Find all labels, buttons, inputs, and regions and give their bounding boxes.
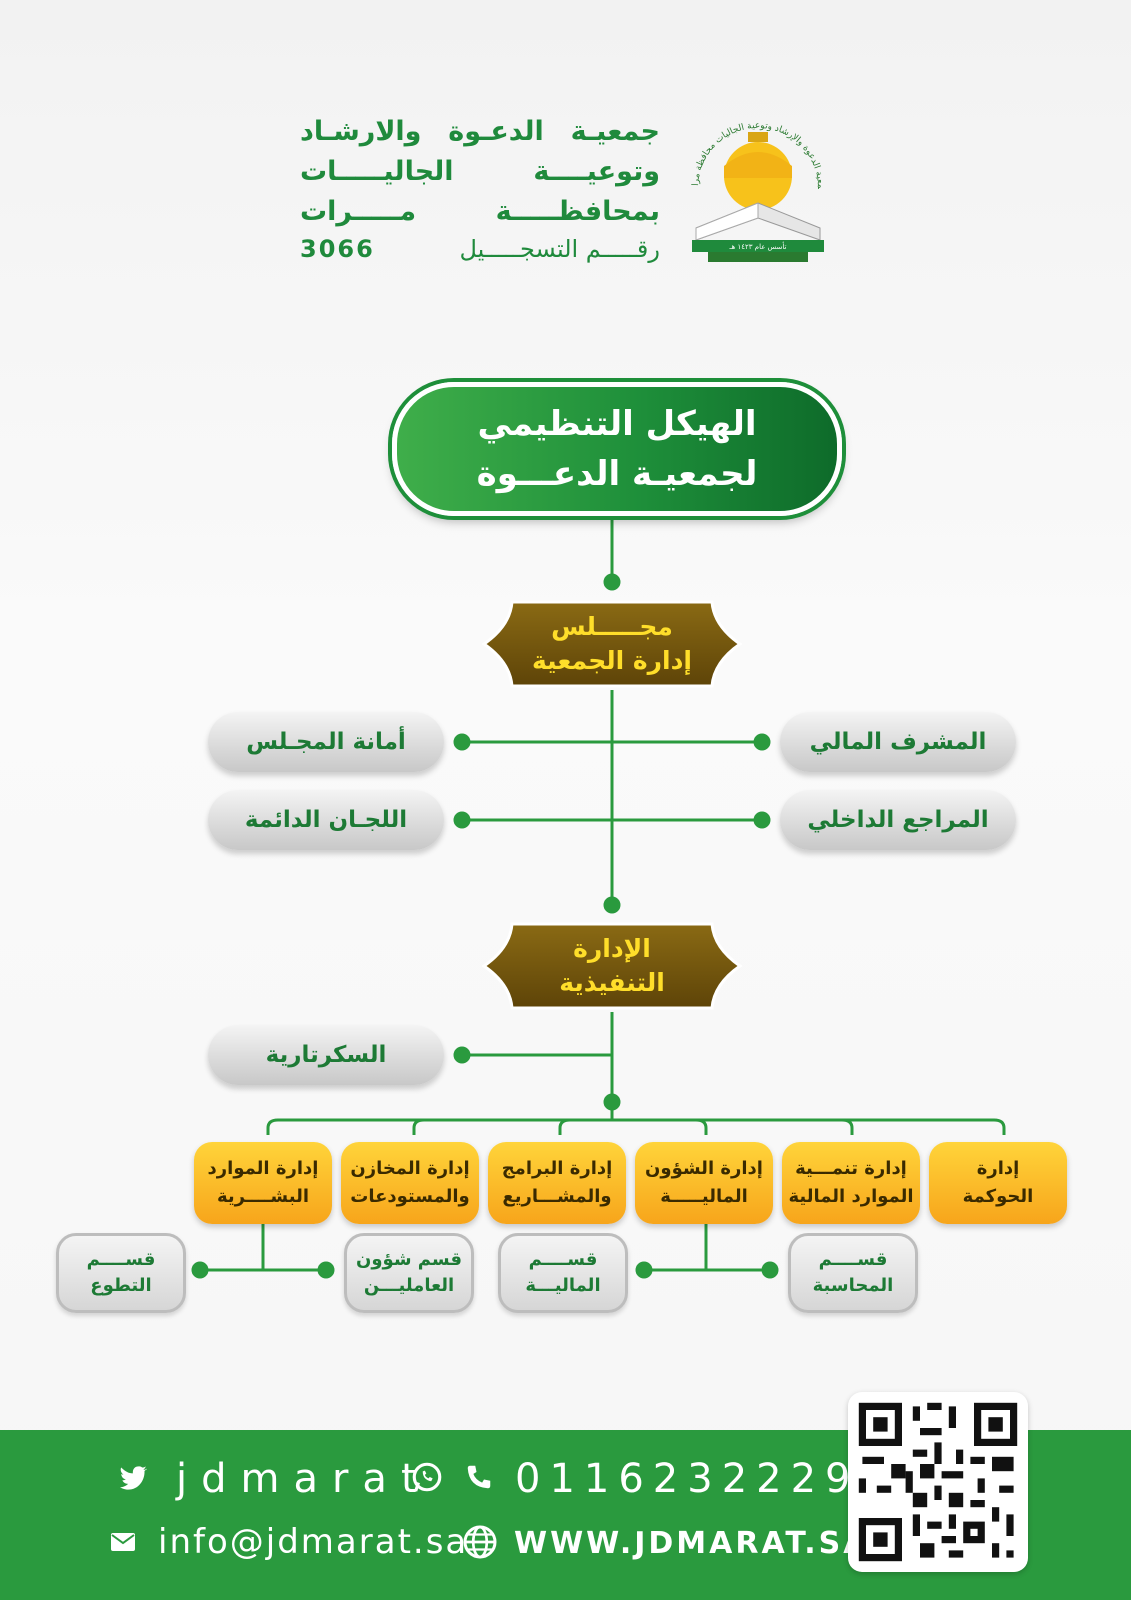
registration-label: رقـــــم التسجـــــيل xyxy=(459,235,660,263)
chart-title-line1: الهيكل التنظيمي xyxy=(477,404,757,444)
whatsapp-icon xyxy=(412,1462,442,1492)
registration-number: 3066 xyxy=(300,235,375,263)
registration: رقـــــم التسجـــــيل 3066 xyxy=(300,235,660,263)
board-banner: مجـــــلس إدارة الجمعية xyxy=(482,600,742,688)
org-name-line2: وتوعيــــة الجاليـــــات xyxy=(300,156,660,187)
qr-code xyxy=(848,1392,1028,1572)
org-name-line3: بمحافظـــــة مـــــرات xyxy=(300,196,660,227)
twitter-handle[interactable]: jdmarat xyxy=(176,1456,431,1502)
internal-auditor-pill: المراجع الداخلي xyxy=(780,790,1016,850)
financial-supervisor-pill: المشرف المالي xyxy=(780,712,1016,772)
svg-text:تأسس عام ١٤٢٣ هـ: تأسس عام ١٤٢٣ هـ xyxy=(729,241,787,251)
standing-committees-pill: اللجـان الدائمة xyxy=(208,790,444,850)
phone-number[interactable]: 0116232229 xyxy=(515,1456,860,1502)
executive-title-line1: الإدارة xyxy=(573,934,651,963)
chart-title: الهيكل التنظيمي لجمعيـة الدعـــوة xyxy=(392,382,842,516)
executive-title-line2: التنفيذية xyxy=(559,968,665,997)
org-name-line1: جمعيـة الدعـوة والارشـاد xyxy=(300,116,660,147)
banner-shape xyxy=(482,600,742,688)
phone-icon xyxy=(467,1465,491,1489)
board-title-line1: مجـــــلس xyxy=(551,612,673,641)
board-title-line2: إدارة الجمعية xyxy=(531,646,693,675)
secretariat-pill: السكرتارية xyxy=(208,1025,444,1085)
logo: جمعية الدعوة والإرشاد وتوعية الجاليات مح… xyxy=(684,101,828,268)
banner-shape xyxy=(482,922,742,1010)
executive-banner: الإدارة التنفيذية xyxy=(482,922,742,1010)
website-url[interactable]: WWW.JDMARAT.SA xyxy=(514,1526,870,1561)
email-icon xyxy=(111,1533,135,1551)
board-secretariat-pill: أمانة المجـلس xyxy=(208,712,444,772)
chart-title-line2: لجمعيـة الدعـــوة xyxy=(476,454,758,494)
email-address[interactable]: info@jdmarat.sa xyxy=(158,1522,469,1562)
twitter-icon xyxy=(120,1466,147,1490)
globe-icon xyxy=(463,1525,497,1559)
